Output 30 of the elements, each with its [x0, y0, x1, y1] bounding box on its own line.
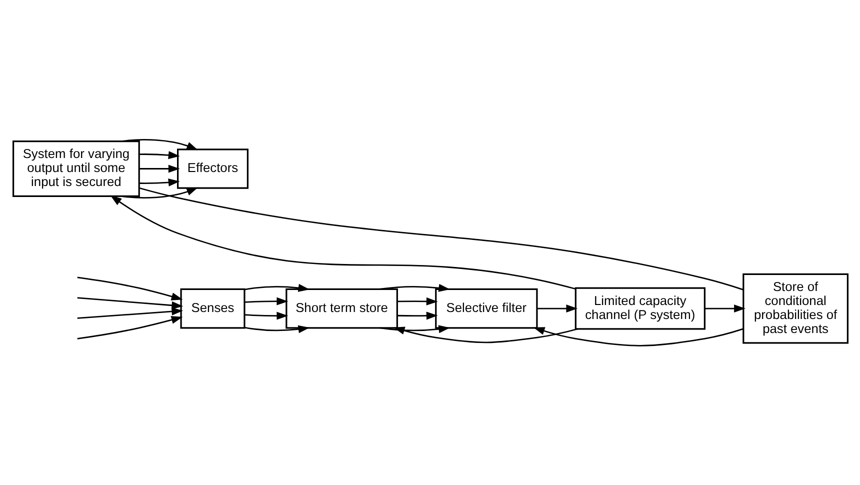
- arrow: [76, 316, 182, 340]
- arrow: [120, 187, 198, 198]
- arrow: [397, 297, 438, 306]
- arrow: [379, 325, 450, 334]
- arrow: [244, 312, 288, 320]
- arrow: [120, 139, 198, 150]
- arrow: [244, 297, 288, 306]
- arrow: [244, 325, 310, 334]
- node-box: Limited capacity channel (P system): [574, 287, 705, 330]
- arrow: [397, 312, 438, 320]
- arrow: [138, 178, 180, 186]
- arrow: [110, 195, 576, 290]
- arrow: [138, 164, 180, 173]
- connector: [138, 187, 743, 290]
- arrow: [76, 276, 182, 300]
- node-box: Senses: [180, 288, 245, 329]
- arrow: [379, 284, 450, 292]
- arrow: [704, 304, 745, 313]
- arrow: [536, 304, 578, 313]
- node-box: Effectors: [176, 148, 248, 189]
- arrow: [532, 327, 743, 346]
- arrow: [244, 284, 310, 292]
- arrow: [392, 326, 578, 344]
- node-box: System for varying output until some input is secured: [12, 140, 140, 197]
- node-box: Short term store: [285, 288, 398, 329]
- node-box: Store of conditional probabilities of past events: [742, 273, 848, 344]
- arrow: [76, 301, 183, 319]
- arrow: [76, 297, 183, 316]
- node-box: Selective filter: [434, 288, 538, 329]
- arrow: [138, 151, 180, 160]
